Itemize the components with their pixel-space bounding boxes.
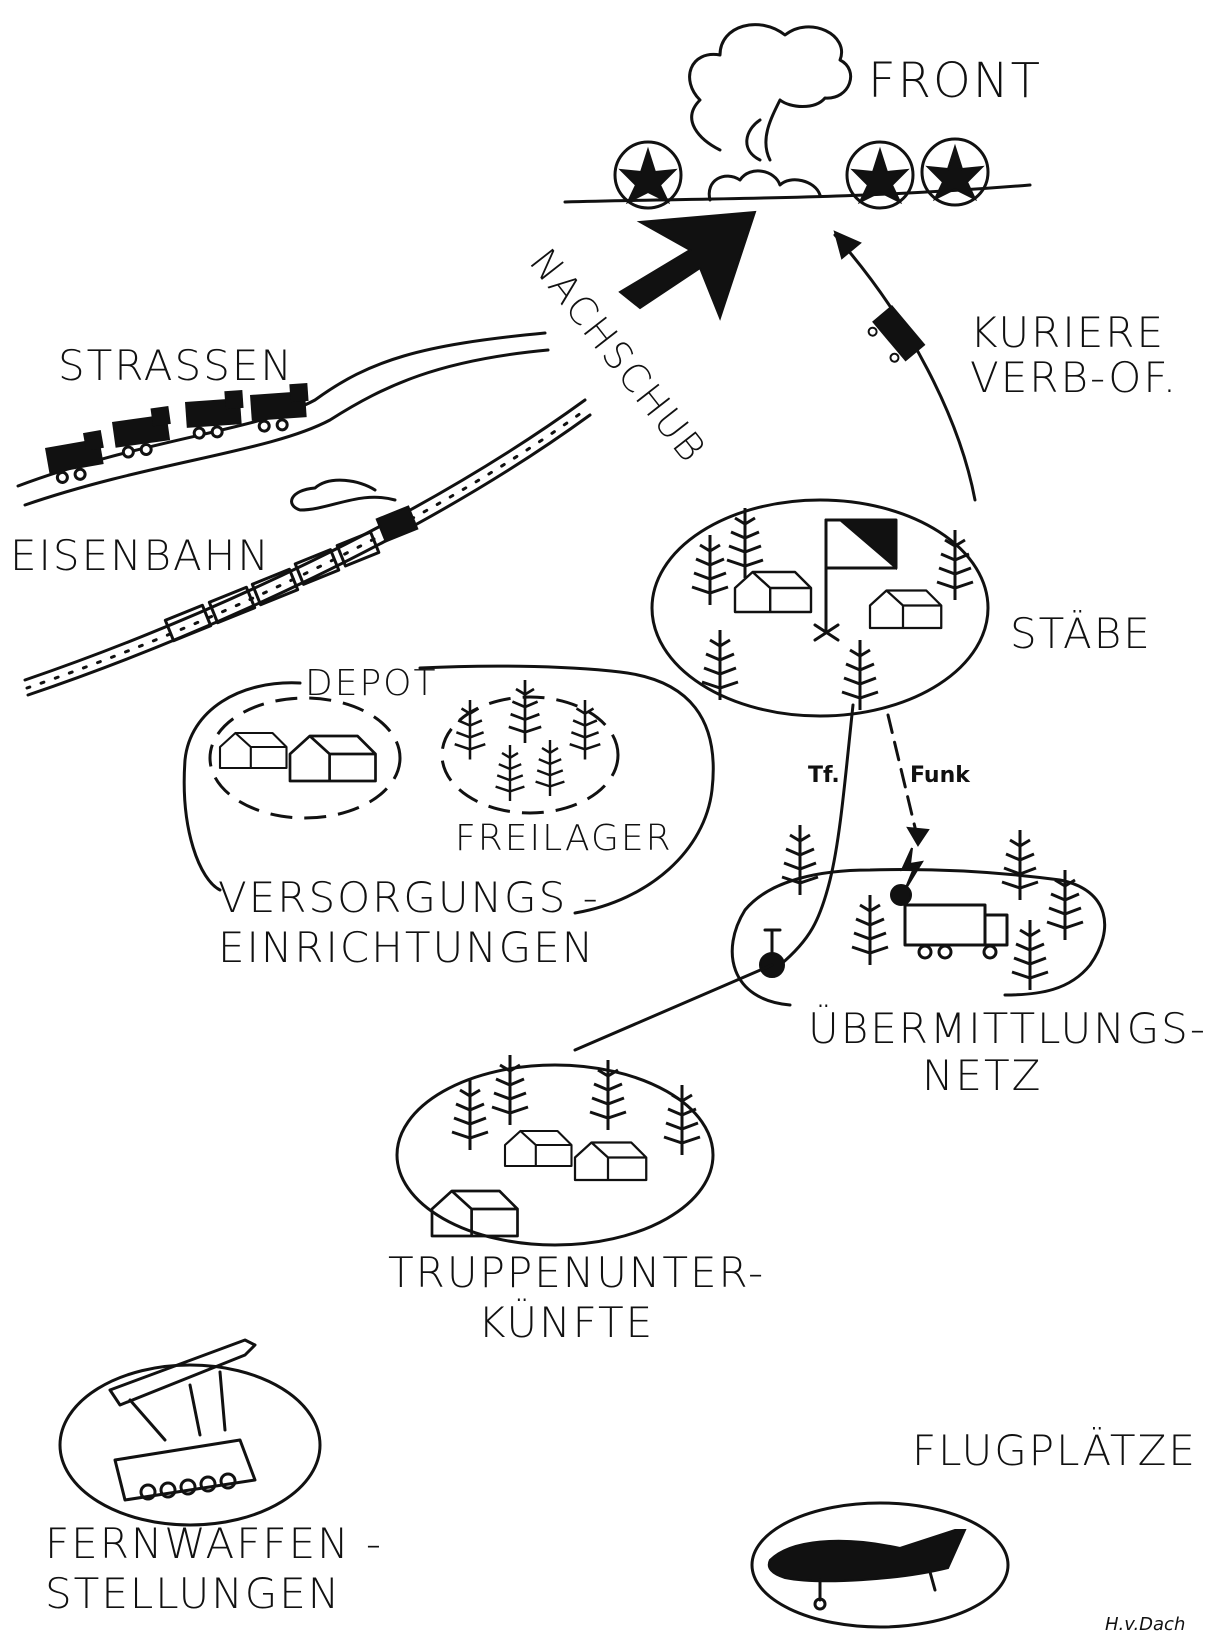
tree-icon — [662, 1083, 702, 1157]
nachschub-arrow: NACHSCHUB — [521, 210, 757, 471]
tree-icon — [840, 638, 880, 712]
kuriere-arrow: KURIERE VERB-OF. — [833, 230, 1178, 502]
tree-icon — [725, 506, 765, 580]
fernwaffen-label-1: FERNWAFFEN - — [45, 1519, 383, 1568]
tree-icon — [494, 743, 526, 803]
freilager-label: FREILAGER — [455, 818, 673, 859]
truppen-label-1: TRUPPENUNTER- — [388, 1248, 765, 1297]
truck-icon — [42, 428, 111, 486]
explosion-cloud-icon — [688, 23, 853, 202]
house-icon — [430, 1189, 519, 1238]
versorgung-label-2: EINRICHTUNGEN — [218, 923, 595, 972]
truppen-area: TRUPPENUNTER- KÜNFTE — [388, 963, 774, 1347]
house-icon — [503, 1129, 573, 1168]
radio-truck-icon — [890, 884, 1009, 960]
truck-icon — [182, 388, 247, 441]
truck-icon — [109, 404, 177, 461]
railway: EISENBAHN — [10, 398, 592, 697]
flugplaetze-label: FLUGPLÄTZE — [912, 1426, 1197, 1475]
tree-icon — [780, 823, 820, 897]
flugplaetze-area: FLUGPLÄTZE — [750, 1426, 1197, 1629]
house-icon — [868, 589, 943, 630]
tree-icon — [1000, 828, 1040, 902]
explosion-star-icon — [613, 137, 990, 210]
tree-icon — [450, 1078, 490, 1152]
eisenbahn-label: EISENBAHN — [10, 531, 271, 580]
courier-car-icon — [867, 305, 926, 363]
staebe-area: STÄBE — [650, 498, 1152, 718]
rocket-launcher-icon — [108, 1338, 257, 1502]
signal-lines: Tf. Funk — [778, 703, 971, 967]
tree-icon — [935, 528, 975, 602]
tree-icon — [588, 1058, 628, 1132]
truppen-label-2: KÜNFTE — [478, 1298, 654, 1347]
uebermittlung-label-2: NETZ — [922, 1051, 1042, 1100]
road: STRASSEN — [16, 331, 550, 507]
verb-of-label: VERB-OF. — [970, 353, 1178, 402]
tree-icon — [507, 678, 543, 745]
fernwaffen-label-2: STELLUNGEN — [45, 1569, 341, 1618]
house-icon — [218, 731, 288, 770]
funk-label: Funk — [910, 763, 971, 788]
house-icon — [288, 734, 377, 783]
flag-icon — [813, 518, 898, 642]
staebe-label: STÄBE — [1010, 609, 1152, 658]
front-area: FRONT — [563, 23, 1042, 210]
versorgung-area: DEPOT FREILAGER VERSORGUNGS - EINRICHTUN… — [182, 663, 715, 972]
train-icon — [163, 478, 419, 643]
fernwaffen-area: FERNWAFFEN - STELLUNGEN — [45, 1338, 383, 1618]
truck-icon — [247, 381, 312, 434]
house-icon — [573, 1141, 648, 1182]
uebermittlung-label-1: ÜBERMITTLUNGS- — [808, 1004, 1207, 1053]
tree-icon — [1010, 918, 1050, 992]
versorgung-label-1: VERSORGUNGS - — [218, 873, 600, 922]
uebermittlung-area: ÜBERMITTLUNGS- NETZ — [730, 823, 1207, 1100]
tf-label: Tf. — [808, 763, 840, 788]
tree-icon — [453, 698, 487, 761]
tree-icon — [690, 533, 730, 607]
airplane-icon — [767, 1529, 967, 1611]
signature: H.v.Dach — [1105, 1614, 1185, 1633]
tree-icon — [850, 893, 890, 967]
kuriere-label: KURIERE — [970, 308, 1165, 357]
front-label: FRONT — [868, 53, 1042, 109]
tree-icon — [534, 738, 566, 798]
tree-icon — [568, 698, 602, 761]
strassen-label: STRASSEN — [58, 341, 294, 390]
depot-label: DEPOT — [305, 663, 438, 704]
